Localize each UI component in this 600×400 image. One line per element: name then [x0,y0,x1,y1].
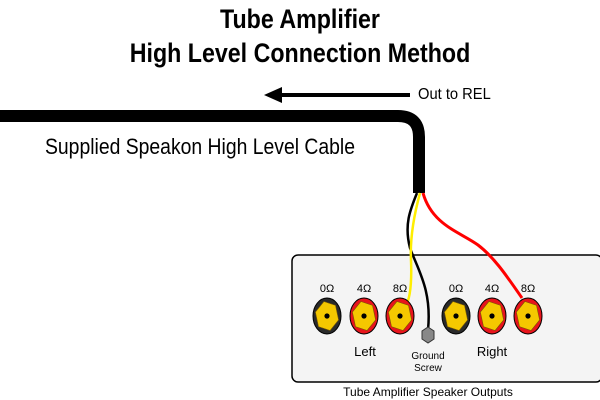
wire-yellow [403,192,422,308]
terminal-label: 4Ω [485,283,499,295]
speaker-terminal-right-8ohm [513,297,543,335]
speakon-cable [0,110,425,193]
speaker-terminal-right-4ohm [477,297,507,335]
diagram-title-line1: Tube Amplifier [220,4,380,34]
ground-label-line1: Ground [411,351,444,362]
diagram-title-line2: High Level Connection Method [129,38,471,68]
panel-caption: Tube Amplifier Speaker Outputs [343,385,513,399]
speaker-terminal-left-8ohm [385,297,415,335]
right-channel-label: Right [477,344,508,359]
terminal-label: 0Ω [449,283,463,295]
speaker-terminal-right-0ohm [441,297,471,335]
terminal-label: 4Ω [357,283,371,295]
terminal-label: 8Ω [393,283,407,295]
terminal-label: 8Ω [521,283,535,295]
direction-label: Out to REL [418,86,491,103]
speaker-terminal-left-0ohm [312,297,342,335]
ground-label-line2: Screw [414,363,443,374]
ground-screw-icon [421,326,435,344]
speaker-terminal-left-4ohm [349,297,379,335]
left-channel-label: Left [354,344,376,359]
wire-red [421,192,524,299]
out-arrow-icon [264,87,410,103]
terminal-label: 0Ω [320,283,334,295]
cable-label: Supplied Speakon High Level Cable [45,134,355,159]
